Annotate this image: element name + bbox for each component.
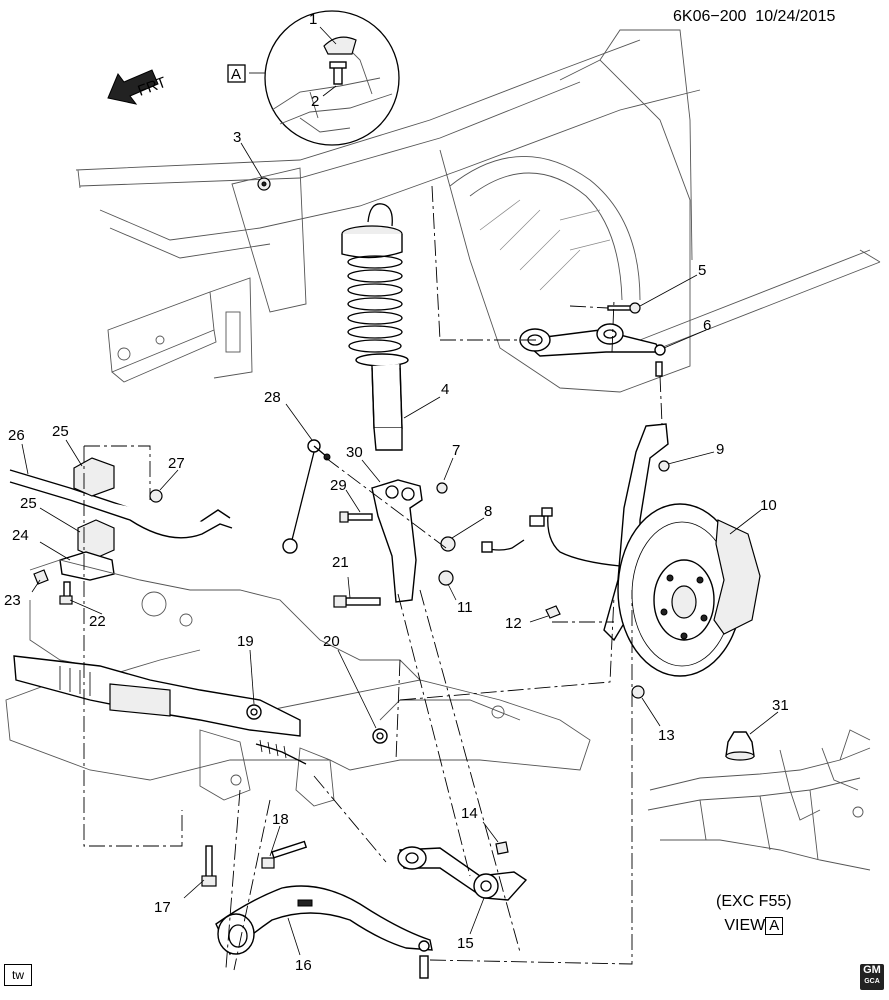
nut-11 [438, 570, 454, 586]
corner-tag: tw [4, 964, 32, 986]
nut-19 [246, 704, 262, 720]
callout-18: 18 [272, 811, 289, 828]
callout-2: 2 [311, 93, 319, 110]
callout-5: 5 [698, 262, 706, 279]
view-a-caption-box: A [765, 917, 784, 935]
stabilizer-bracket [59, 551, 115, 581]
callout-23: 23 [4, 592, 21, 609]
callout-15: 15 [457, 935, 474, 952]
stabilizer-insulator-lower [77, 519, 115, 559]
callout-29: 29 [330, 477, 347, 494]
callout-21: 21 [332, 554, 349, 571]
callout-13: 13 [658, 727, 675, 744]
view-a-detail [249, 10, 400, 146]
view-a-bumper-detail [647, 729, 871, 871]
steering-gear [13, 655, 307, 765]
bolt-5 [607, 302, 641, 314]
callout-22: 22 [89, 613, 106, 630]
callout-8: 8 [484, 503, 492, 520]
callout-26: 26 [8, 427, 25, 444]
stabilizer-link [282, 439, 331, 554]
bolt-18 [261, 840, 308, 869]
brake-caliper [713, 519, 761, 635]
nut-3 [257, 177, 271, 191]
callout-6: 6 [703, 317, 711, 334]
phantom-lines [83, 185, 663, 971]
view-a-box-label: A [231, 66, 241, 83]
callout-9: 9 [716, 441, 724, 458]
brake-rotor [617, 503, 743, 677]
callout-19: 19 [237, 633, 254, 650]
bump-stop [725, 731, 755, 761]
view-a-caption-exception: (EXC F55) [716, 893, 792, 910]
diagram-header: 6K06−200 10/24/2015 [673, 8, 835, 26]
nut-20 [372, 728, 388, 744]
strut-fork [371, 479, 423, 603]
callout-24: 24 [12, 527, 29, 544]
body-frame [75, 29, 881, 393]
callout-17: 17 [154, 899, 171, 916]
leader-lines [21, 26, 779, 956]
callout-14: 14 [461, 805, 478, 822]
bolt-21 [333, 595, 381, 608]
callout-31: 31 [772, 697, 789, 714]
callout-30: 30 [346, 444, 363, 461]
nut-12 [545, 605, 561, 619]
callout-25-upper: 25 [52, 423, 69, 440]
upper-control-arm [519, 323, 666, 377]
gm-logo-subtext: GCA [864, 978, 880, 985]
diagram-id: 6K06−200 [673, 8, 747, 25]
stabilizer-insulator-upper [73, 457, 115, 497]
callout-labels: 1 2 3 4 5 6 7 8 9 10 11 12 13 14 15 16 1… [4, 11, 789, 974]
callout-4: 4 [441, 381, 449, 398]
nut-7 [436, 482, 448, 494]
diagram-date: 10/24/2015 [755, 8, 836, 25]
callout-3: 3 [233, 129, 241, 146]
callout-16: 16 [295, 957, 312, 974]
gm-logo-text: GM [863, 964, 881, 976]
nut-27 [149, 489, 163, 503]
callout-28: 28 [264, 389, 281, 406]
wheel-speed-harness [481, 507, 621, 567]
view-a-caption-word: VIEW [724, 917, 766, 934]
nut-13 [631, 685, 645, 699]
bolt-17 [201, 845, 217, 887]
nut-8 [440, 536, 456, 552]
bolt-23 [33, 569, 49, 585]
callout-1: 1 [309, 11, 317, 28]
stabilizer-bar [9, 469, 233, 539]
callout-10: 10 [760, 497, 777, 514]
front-arrow-icon: FRT [107, 69, 169, 105]
lower-control-arm-rear [215, 885, 433, 979]
callout-12: 12 [505, 615, 522, 632]
nut-14 [495, 841, 509, 855]
bolt-22 [59, 581, 73, 605]
view-a-box: A [227, 64, 246, 83]
callout-7: 7 [452, 442, 460, 459]
callout-20: 20 [323, 633, 340, 650]
callout-11: 11 [457, 599, 473, 616]
gm-logo: GM GCA [860, 964, 884, 990]
callout-27: 27 [168, 455, 185, 472]
bolt-29 [339, 511, 373, 523]
strut-assembly [341, 203, 409, 451]
lower-control-arm-front [397, 846, 528, 901]
callout-25-lower: 25 [20, 495, 37, 512]
